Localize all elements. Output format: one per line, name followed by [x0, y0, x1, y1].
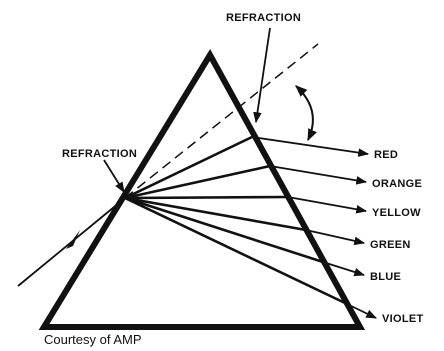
refraction-label-left: REFRACTION	[62, 148, 137, 160]
spectrum-label-red: RED	[374, 149, 398, 161]
spectrum-label-orange: ORANGE	[372, 178, 422, 190]
dashed-extension-line	[125, 44, 318, 198]
spectrum-label-yellow: YELLOW	[372, 207, 421, 219]
spectrum-label-blue: BLUE	[370, 271, 401, 283]
ray-yellow	[288, 197, 366, 211]
incident-beam-arrow-icon	[66, 230, 80, 249]
top-refraction-pointer-icon	[256, 28, 270, 122]
left-refraction-pointer-icon	[104, 160, 124, 192]
internal-rays	[125, 137, 345, 303]
deviation-angle-arrow-icon	[296, 86, 313, 140]
spectrum-label-green: GREEN	[370, 239, 411, 251]
ray-orange	[270, 166, 366, 182]
spectrum-label-violet: VIOLET	[382, 313, 424, 325]
refraction-label-top: REFRACTION	[226, 12, 301, 24]
credit-caption: Courtesy of AMP	[44, 332, 142, 347]
ray-red	[252, 137, 368, 154]
